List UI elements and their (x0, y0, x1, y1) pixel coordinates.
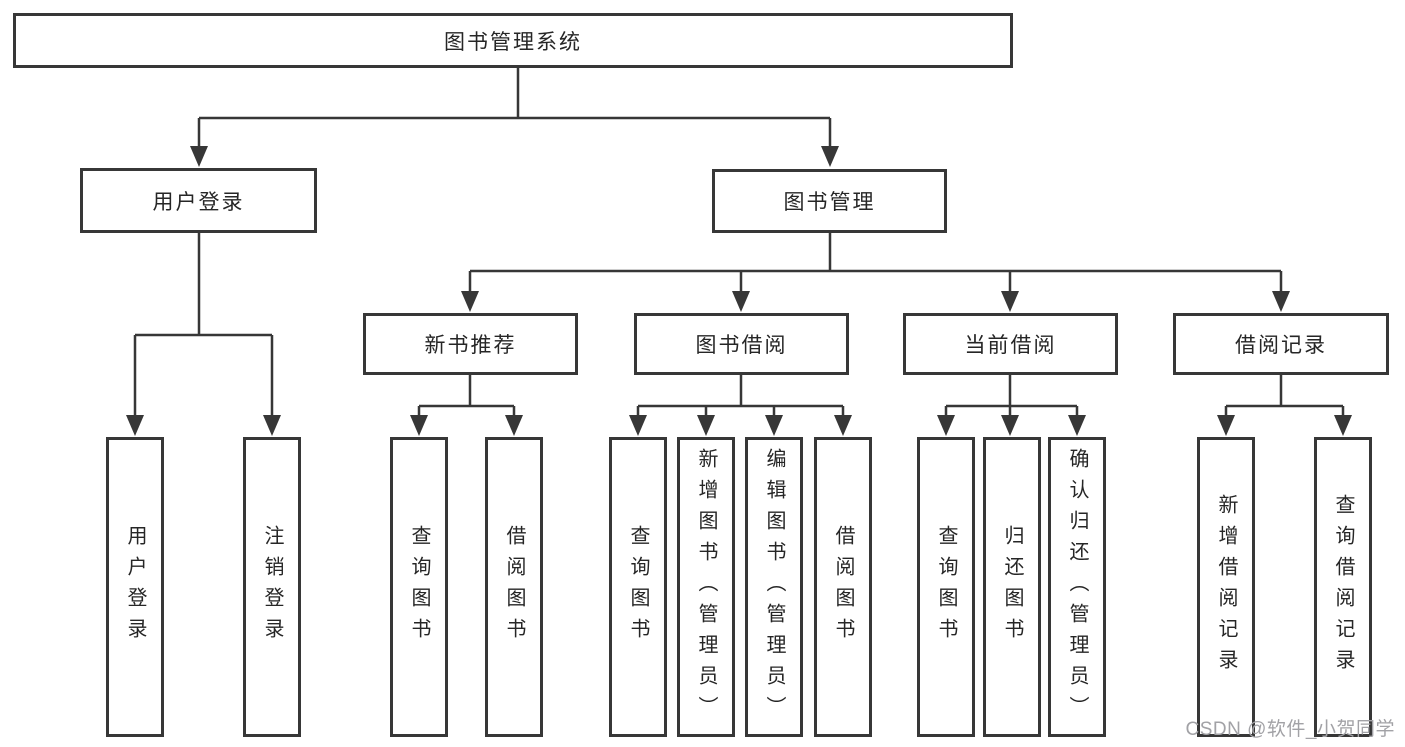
node-label: 编辑图书（管理员） (763, 447, 785, 727)
node-label: 新增借阅记录 (1215, 494, 1237, 680)
node-label: 当前借阅 (964, 334, 1057, 357)
node-label: 借阅图书 (503, 525, 525, 649)
arrow-down-icon (732, 291, 750, 312)
leaf-search-books-borrowing: 查询图书 (609, 437, 667, 737)
node-book-borrowing: 图书借阅 (634, 313, 849, 375)
node-new-book-recommendation: 新书推荐 (363, 313, 578, 375)
leaf-return-books: 归还图书 (983, 437, 1041, 737)
node-label: 新书推荐 (424, 334, 517, 357)
node-label: 新增图书（管理员） (695, 447, 717, 727)
node-label: 用户登录 (124, 525, 146, 649)
node-label: 图书管理系统 (444, 30, 582, 54)
node-borrowing-records: 借阅记录 (1173, 313, 1389, 375)
leaf-search-books-recommend: 查询图书 (390, 437, 448, 737)
node-label: 归还图书 (1001, 525, 1023, 649)
node-book-management: 图书管理 (712, 169, 947, 233)
node-label: 查询图书 (935, 525, 957, 649)
arrow-down-icon (629, 415, 647, 436)
leaf-add-borrow-record: 新增借阅记录 (1197, 437, 1255, 737)
arrow-down-icon (461, 291, 479, 312)
arrow-down-icon (1001, 291, 1019, 312)
arrow-down-icon (937, 415, 955, 436)
arrow-down-icon (1001, 415, 1019, 436)
leaf-user-login: 用户登录 (106, 437, 164, 737)
arrow-down-icon (1217, 415, 1235, 436)
arrow-down-icon (190, 146, 208, 167)
arrow-down-icon (834, 415, 852, 436)
node-label: 图书借阅 (695, 334, 788, 357)
node-label: 查询图书 (627, 525, 649, 649)
arrow-down-icon (1334, 415, 1352, 436)
node-label: 查询借阅记录 (1332, 494, 1354, 680)
csdn-watermark: CSDN @软件_小贺同学 (1185, 719, 1395, 740)
arrow-down-icon (697, 415, 715, 436)
node-label: 借阅图书 (832, 525, 854, 649)
node-label: 确认归还（管理员） (1066, 447, 1088, 727)
node-label: 图书管理 (783, 191, 876, 214)
arrow-down-icon (1068, 415, 1086, 436)
node-label: 注销登录 (261, 525, 283, 649)
arrow-down-icon (821, 146, 839, 167)
leaf-search-borrow-record: 查询借阅记录 (1314, 437, 1372, 737)
arrow-down-icon (263, 415, 281, 436)
arrow-down-icon (765, 415, 783, 436)
leaf-add-books-admin: 新增图书（管理员） (677, 437, 735, 737)
arrow-down-icon (505, 415, 523, 436)
node-user-login: 用户登录 (80, 168, 317, 233)
leaf-search-books-current: 查询图书 (917, 437, 975, 737)
leaf-logout-login: 注销登录 (243, 437, 301, 737)
node-library-management-system: 图书管理系统 (13, 13, 1013, 68)
node-label: 查询图书 (408, 525, 430, 649)
arrow-down-icon (126, 415, 144, 436)
leaf-borrow-books-recommend: 借阅图书 (485, 437, 543, 737)
node-current-borrowing: 当前借阅 (903, 313, 1118, 375)
arrow-down-icon (410, 415, 428, 436)
node-label: 用户登录 (152, 190, 245, 214)
arrow-down-icon (1272, 291, 1290, 312)
node-label: 借阅记录 (1235, 334, 1327, 357)
leaf-confirm-return-admin: 确认归还（管理员） (1048, 437, 1106, 737)
leaf-edit-books-admin: 编辑图书（管理员） (745, 437, 803, 737)
leaf-borrow-books-borrowing: 借阅图书 (814, 437, 872, 737)
